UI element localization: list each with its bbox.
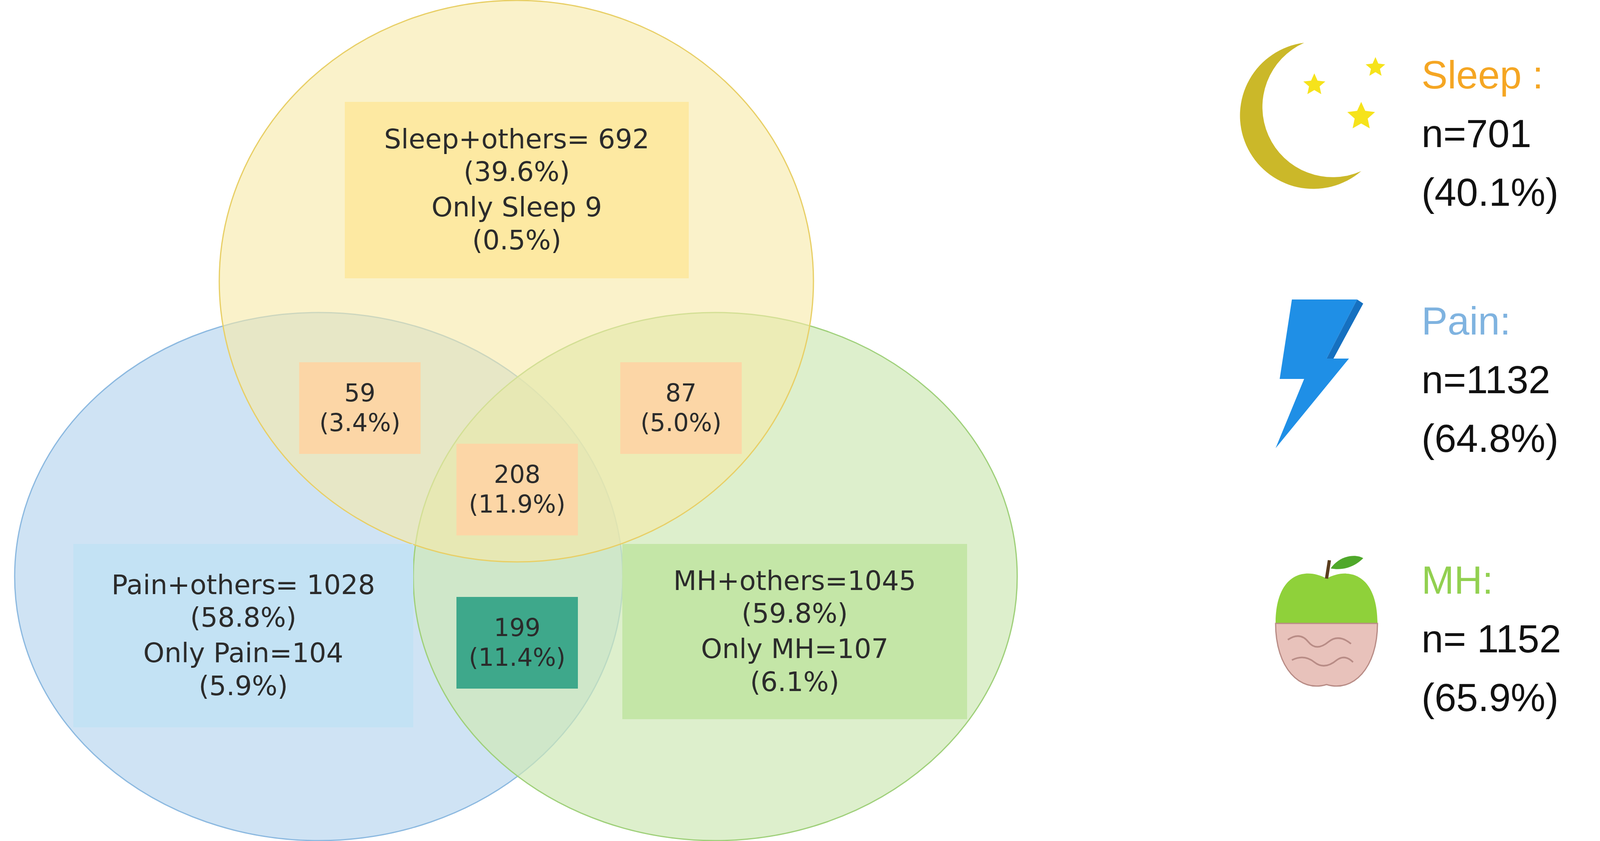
count-text: Only Sleep 9 (0.5%) xyxy=(402,191,631,257)
legend-heading: MH: xyxy=(1421,550,1494,610)
count-text: MH+others=1045 (59.8%) xyxy=(643,564,946,631)
moon-shape xyxy=(1240,42,1362,190)
apple-stem xyxy=(1326,560,1330,579)
overlap-count-box: 199 (11.4%) xyxy=(456,597,578,689)
legend-heading: Pain: xyxy=(1421,291,1511,351)
moon-icon xyxy=(1240,42,1386,190)
mh-count-box: MH+others=1045 (59.8%)Only MH=107 (6.1%) xyxy=(622,544,968,720)
star xyxy=(1303,73,1326,95)
sleep-circle xyxy=(219,0,814,562)
count-text: Pain+others= 1028 (58.8%) xyxy=(92,568,395,635)
overlap-count-box: 208 (11.9%) xyxy=(456,443,578,536)
bolt-icon xyxy=(1275,299,1364,449)
apple-leaf xyxy=(1330,555,1364,569)
count-text: 87 (5.0%) xyxy=(630,378,732,438)
bolt-shade xyxy=(1326,299,1364,359)
brain-half xyxy=(1275,623,1378,687)
star xyxy=(1347,101,1376,129)
sleep-count-box: Sleep+others= 692 (39.6%)Only Sleep 9 (0… xyxy=(344,101,689,279)
total-count: n=701 (40.1%) xyxy=(1421,104,1593,222)
legend-heading: Sleep : xyxy=(1421,45,1544,105)
total-count: n=1132 (64.8%) xyxy=(1421,350,1593,468)
apple-top xyxy=(1275,573,1378,624)
count-text: 208 (11.9%) xyxy=(466,459,569,520)
pain-count-box: Pain+others= 1028 (58.8%)Only Pain=104 (… xyxy=(73,544,414,728)
count-text: Only Pain=104 (5.9%) xyxy=(129,636,358,703)
total-count: n= 1152 (65.9%) xyxy=(1421,609,1593,728)
star xyxy=(1365,57,1386,76)
count-text: Sleep+others= 692 (39.6%) xyxy=(365,123,668,189)
bolt-shape xyxy=(1275,299,1358,449)
overlap-count-box: 87 (5.0%) xyxy=(620,362,742,454)
count-text: 199 (11.4%) xyxy=(466,612,569,673)
overlap-count-box: 59 (3.4%) xyxy=(299,362,421,454)
brain-folds xyxy=(1287,636,1354,666)
apple-brain-icon xyxy=(1275,555,1378,687)
count-text: 59 (3.4%) xyxy=(308,378,411,438)
count-text: Only MH=107 (6.1%) xyxy=(680,632,909,699)
